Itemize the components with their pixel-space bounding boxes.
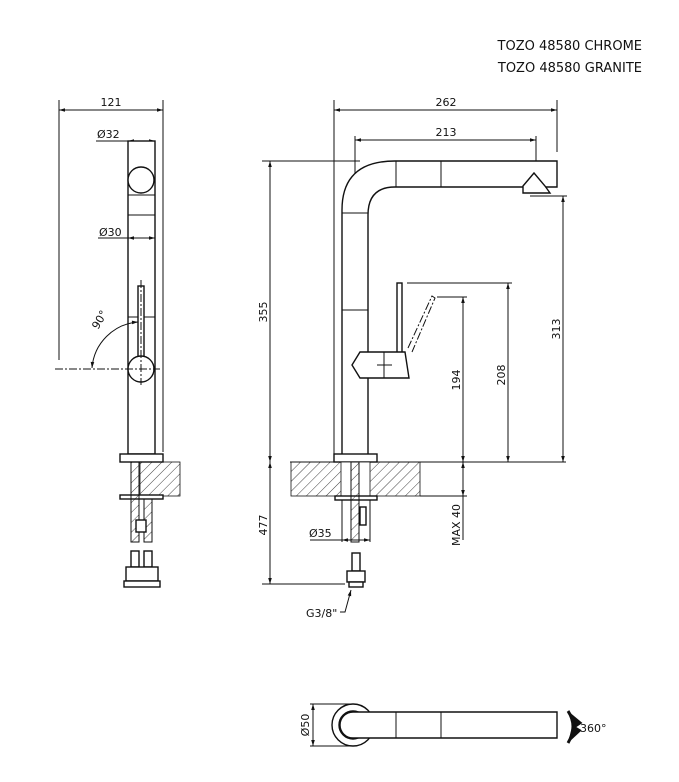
hose-connectors-side <box>125 566 159 582</box>
model-title-chrome: TOZO 48580 CHROME <box>497 39 642 54</box>
body-diameter-label: Ø30 <box>99 226 122 239</box>
rotation-arrow-icon <box>566 710 583 744</box>
shank-diameter-label: Ø35 <box>309 527 332 540</box>
below-counter-label: 477 <box>257 515 270 536</box>
spout-reach-label: 213 <box>436 126 457 139</box>
max-counter-thickness-label: MAX 40 <box>450 504 463 546</box>
faucet-body-front <box>341 160 558 456</box>
connection-thread-label: G3/8" <box>306 607 337 620</box>
base-diameter-label: Ø50 <box>299 714 312 737</box>
spout-outlet-height-label: 313 <box>550 319 563 340</box>
hose-connector-front <box>346 570 366 583</box>
rotation-label: 360° <box>580 722 607 735</box>
spout-end-circle <box>127 166 155 194</box>
angle-arc <box>90 320 139 369</box>
model-title-granite: TOZO 48580 GRANITE <box>497 61 642 76</box>
top-diameter-label: Ø32 <box>97 128 120 141</box>
front-view: 262 213 <box>257 96 567 620</box>
supply-hose <box>350 461 360 543</box>
base-plate-front <box>333 453 378 463</box>
side-width-label: 121 <box>101 96 122 109</box>
countertop-section-side <box>139 461 181 497</box>
overall-height-label: 355 <box>257 302 270 323</box>
top-view: Ø50 360° <box>299 703 607 747</box>
aerator <box>522 171 552 194</box>
side-view: 121 Ø32 Ø30 90° <box>55 96 181 588</box>
lever-tip-height-label: 194 <box>450 370 463 391</box>
lever-height-label: 208 <box>495 365 508 386</box>
overall-reach-label: 262 <box>436 96 457 109</box>
lever-rod-front <box>396 282 403 359</box>
base-plate-side <box>119 453 164 463</box>
lever-angle-label: 90° <box>89 308 110 331</box>
spout-top <box>339 711 558 739</box>
